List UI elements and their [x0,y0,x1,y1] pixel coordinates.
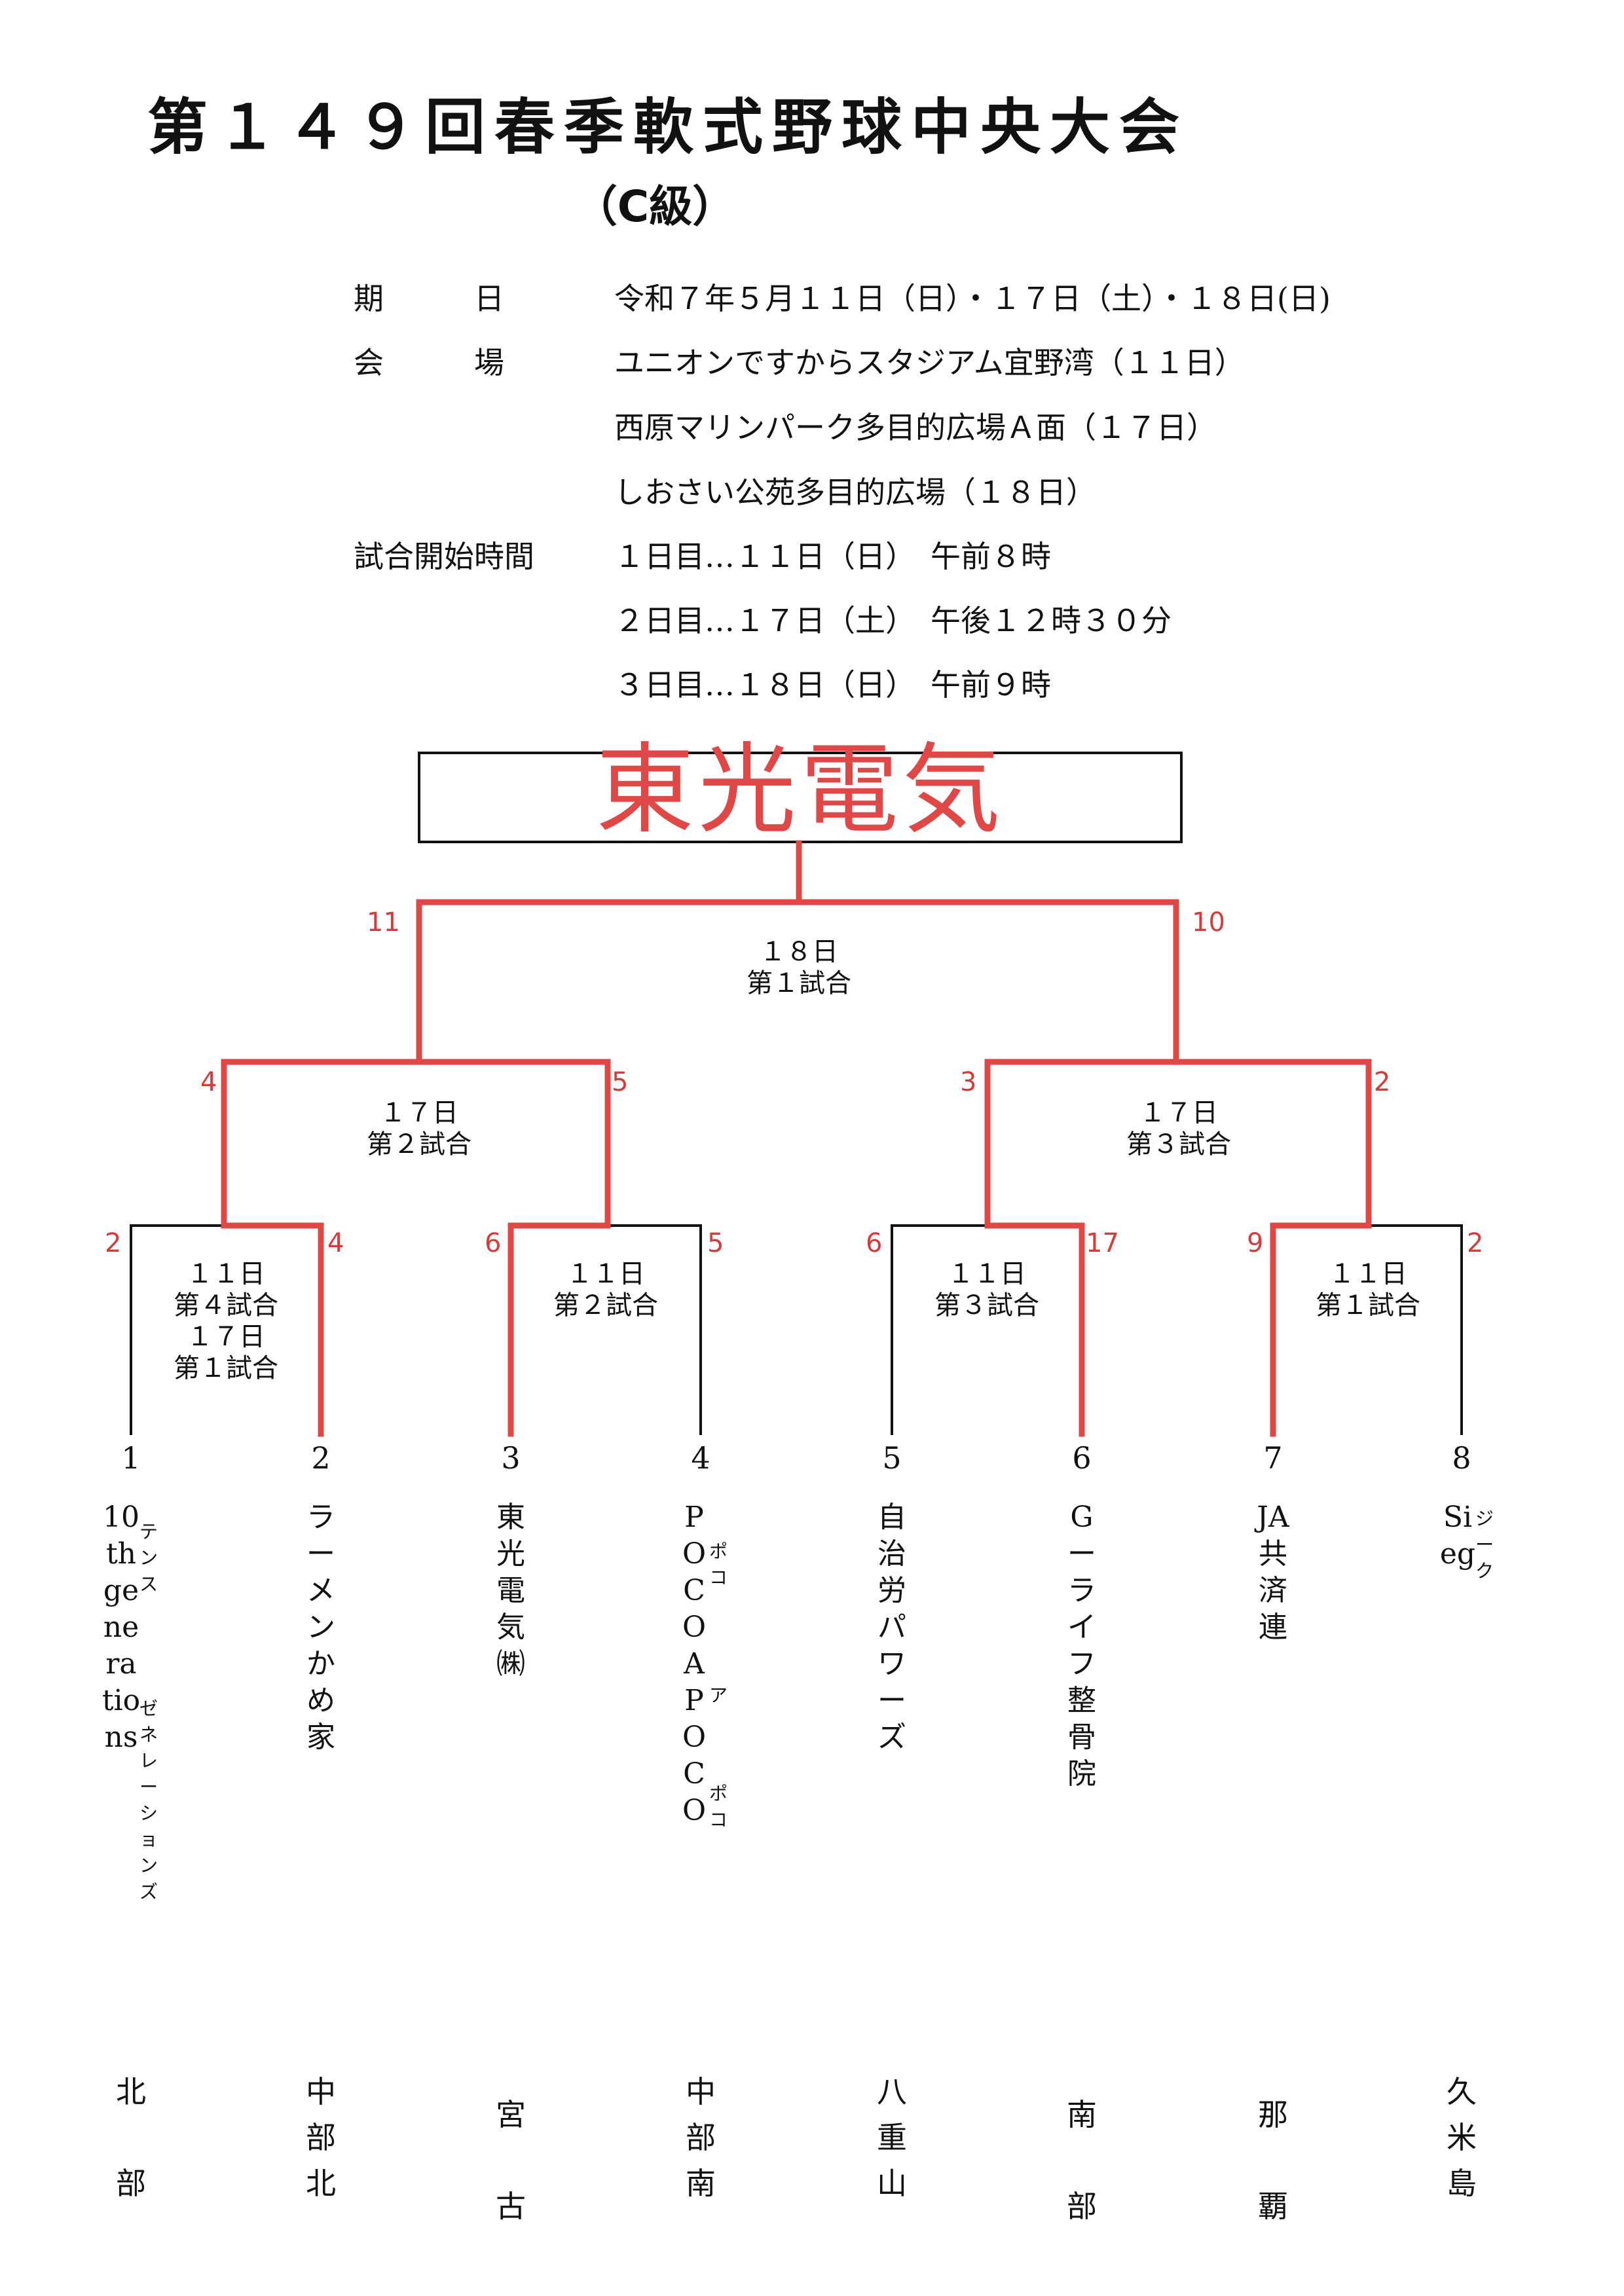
slot-number: 1 [121,1440,141,1476]
team-name: 10th generations [101,1501,141,1754]
team-region: 中部北 [306,2074,336,2201]
match-date: １１日 [566,1259,645,1289]
bracket-line [1367,1224,1463,1435]
match-game: 第１試合 [174,1353,278,1383]
team-region: 南部 [1067,2097,1097,2224]
match-r1-b: １１日 第２試合 [514,1258,697,1321]
slot-number: 8 [1452,1440,1471,1476]
match-date: １７日 [380,1098,458,1128]
time-label: 試合開始時間 [354,539,534,574]
page-title: 第１４９回春季軟式野球中央大会 [147,92,1189,162]
score-semi-right-right: 2 [1374,1067,1391,1097]
team-ruby: ポコ [709,1540,728,1588]
team-region: 宮古 [496,2097,526,2224]
team-ruby: ア [709,1685,728,1706]
match-semi-left: １７日 第２試合 [288,1097,550,1160]
time-3: ３日目…１８日（日） 午前９時 [614,667,1051,702]
venue-label: 会 場 [354,345,504,380]
score-r1-a-left: 2 [105,1228,122,1258]
team-name: 東光電気㈱ [496,1501,525,1681]
slot-number: 3 [501,1440,521,1476]
score-r1-d-right: 2 [1467,1228,1484,1258]
team-ruby: テンス [139,1521,158,1595]
match-r1-d: １１日 第１試合 [1276,1258,1460,1321]
team-name: Sieg [1439,1501,1476,1571]
winner-line [416,899,611,1437]
venue-2: 西原マリンパーク多目的広場Ａ面（１７日） [614,410,1217,445]
score-r1-b-left: 6 [485,1228,502,1258]
match-game: 第１試合 [1316,1290,1420,1321]
team-region: 久米島 [1447,2074,1477,2201]
match-game: 第３試合 [1126,1129,1231,1159]
team-ruby: ゼネレーションズ [139,1698,158,1903]
score-semi-left-left: 4 [200,1067,217,1097]
match-r1-c: １１日 第３試合 [895,1258,1079,1321]
score-semi-right-left: 3 [960,1067,977,1097]
slot-number: 5 [882,1440,902,1476]
match-date: １１日 [187,1259,265,1289]
slot-number: 7 [1263,1440,1283,1476]
score-semi-left-right: 5 [612,1067,629,1097]
match-r1-a: １１日 第４試合 １７日 第１試合 [134,1258,318,1384]
slot-number: 4 [691,1440,710,1476]
match-semi-right: １７日 第３試合 [1048,1097,1310,1160]
score-final-left: 11 [367,907,400,938]
match-date: １１日 [1329,1259,1407,1289]
team-region: 八重山 [877,2074,907,2201]
slot-number: 6 [1072,1440,1092,1476]
team-name: JA共済連 [1257,1501,1289,1644]
match-game: 第２試合 [367,1129,471,1159]
match-date: １１日 [948,1259,1026,1289]
team-name: Gーライフ整骨院 [1067,1501,1096,1791]
score-final-right: 10 [1192,907,1225,938]
match-game: 第２試合 [553,1290,658,1321]
score-r1-c-right: 17 [1086,1228,1119,1258]
score-r1-b-right: 5 [707,1228,724,1258]
match-date: １７日 [187,1322,265,1352]
champion-name: 東光電気 [595,733,1005,847]
team-name: POCO A POCO [682,1501,707,1827]
winner-line [221,1059,324,1437]
time-2: ２日目…１７日（土） 午後１２時３０分 [614,603,1172,638]
match-date: １８日 [760,937,838,967]
team-ruby: ジーク [1475,1508,1494,1582]
slot-number: 2 [311,1440,331,1476]
match-game: 第４試合 [174,1290,278,1321]
team-ruby: ポコ [709,1783,728,1831]
score-r1-a-right: 4 [327,1228,344,1258]
team-region: 北 部 [111,2069,151,2206]
region-gap [111,2115,151,2160]
date-label: 期 日 [354,281,504,316]
venue-1: ユニオンですからスタジアム宜野湾（１１日） [614,345,1245,380]
score-r1-d-left: 9 [1247,1228,1264,1258]
bracket-line [891,1224,989,1435]
winner-line [1173,899,1372,1437]
match-game: 第１試合 [747,968,851,998]
team-name: 自治労パワーズ [877,1501,906,1754]
region-char: 北 [116,2074,146,2109]
region-char: 部 [116,2166,146,2201]
venue-3: しおさい公苑多目的広場（１８日） [614,475,1096,510]
team-region: 中部南 [686,2074,716,2201]
bracket-line [606,1224,702,1435]
team-name: ラーメン かめ家 [306,1501,364,1754]
date-value: 令和７年５月１１日（日）・１７日（土）・１８日(日) [614,281,1331,316]
match-final: １８日 第１試合 [668,936,930,999]
winner-line [984,1059,1085,1437]
bracket-line [130,1224,225,1435]
score-r1-c-left: 6 [866,1228,883,1258]
match-date: １７日 [1139,1098,1218,1128]
team-region: 那覇 [1258,2097,1288,2224]
match-game: 第３試合 [934,1290,1039,1321]
time-1: １日目…１１日（日） 午前８時 [614,539,1051,574]
page-subtitle: （C級） [574,181,736,232]
